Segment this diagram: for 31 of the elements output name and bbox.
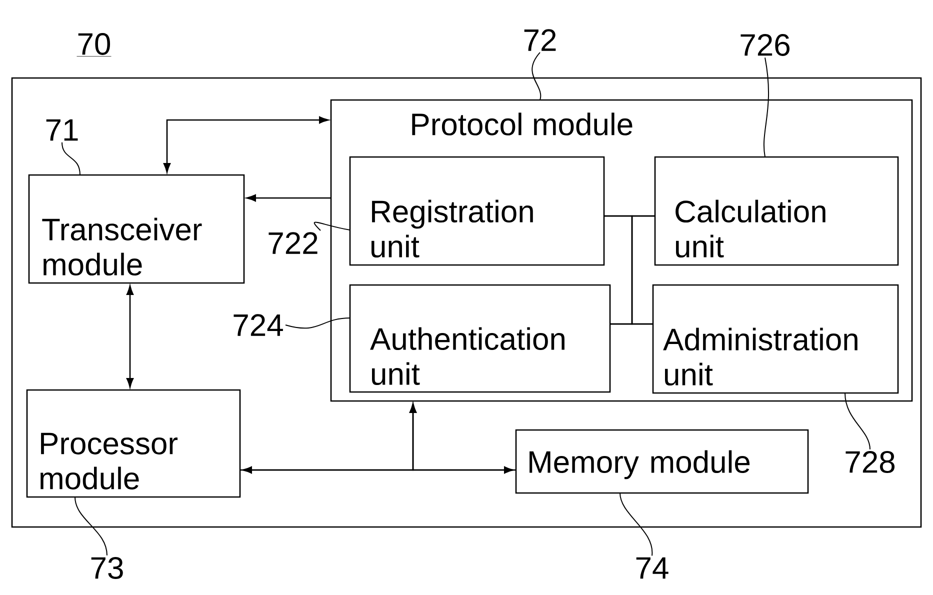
arrow: [163, 116, 329, 173]
leader-line: [844, 392, 870, 450]
leader-line: [620, 492, 652, 556]
arrow: [409, 403, 516, 471]
callout-number: 724: [234, 314, 283, 336]
leader-line: [74, 496, 108, 556]
arrow: [246, 194, 331, 202]
unit-box: Calculation unit: [654, 156, 899, 266]
leader-line: [285, 318, 350, 329]
outer-box: [11, 77, 922, 528]
leader-line: [532, 52, 542, 100]
callout-number: 728: [846, 451, 895, 473]
leader-line: [763, 57, 770, 158]
callout-number: 72: [524, 29, 556, 51]
unit-box: Registration unit: [349, 156, 605, 266]
leader-line: [314, 222, 350, 232]
connector-line: [610, 323, 653, 325]
figure-number: 70: [76, 33, 112, 57]
arrow: [126, 285, 134, 388]
callout-number: 73: [91, 557, 123, 579]
callout-number: 71: [46, 119, 78, 141]
leader-line: [62, 142, 80, 176]
module-box: Memory module: [515, 429, 809, 494]
unit-box: Administration unit: [652, 284, 899, 394]
module-box: Processor module: [26, 389, 241, 498]
callout-number: 722: [268, 232, 318, 254]
callout-number: 74: [636, 557, 668, 579]
module-box: Transceiver module: [28, 174, 245, 284]
arrow: [242, 466, 514, 474]
callout-number: 726: [740, 34, 790, 56]
unit-box: Authentication unit: [349, 284, 611, 393]
